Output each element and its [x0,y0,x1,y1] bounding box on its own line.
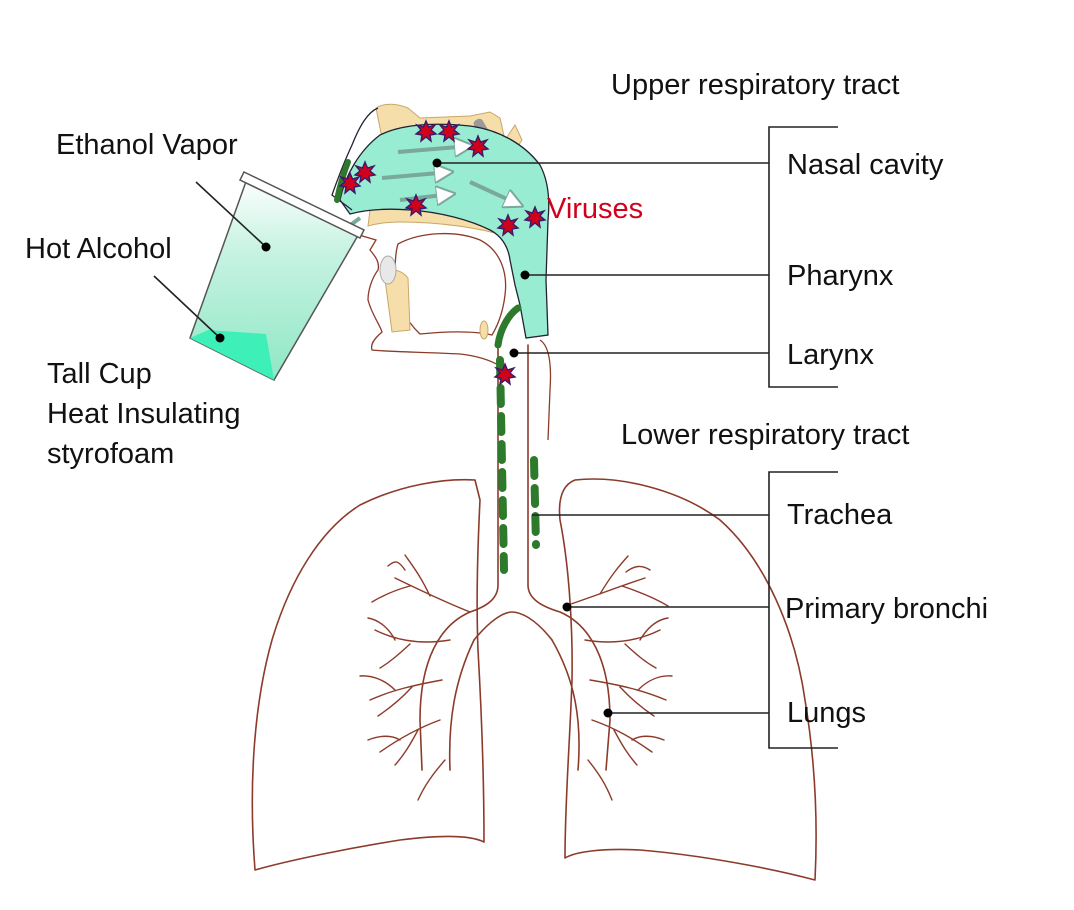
upper-tract-label: Upper respiratory tract [611,69,900,101]
trachea-left-wall [419,347,499,771]
left-bronchial-tree [359,554,471,801]
hot-alcohol-dot [215,333,225,343]
cup-label-line1: Tall Cup [47,358,152,390]
lungs-label: Lungs [787,697,866,729]
trachea-label: Trachea [787,499,893,531]
cup-label-line2: Heat Insulating [47,398,240,430]
ethanol-vapor-label: Ethanol Vapor [56,129,238,161]
cup-label-line3: styrofoam [47,438,174,470]
trachea-cilia-right [530,456,540,549]
left-bronchus-inner [448,639,475,771]
trachea-cilia-left [496,356,508,574]
hyoid [479,320,489,340]
pharynx-dot [520,270,530,280]
leader-lines [153,126,838,749]
larynx-dot [509,348,519,358]
ethanol-vapor-leader [195,181,267,248]
cup-liquid [190,330,274,380]
ethanol-vapor-dot [261,242,271,252]
tooth [379,255,397,285]
cup-rim [238,171,366,239]
left-lung-outline [251,478,485,871]
trachea-right-wall [527,344,611,771]
nasal-cavity-dot [432,158,442,168]
upper-tract-bracket [768,126,838,388]
esophagus-wall [539,339,552,441]
viruses-label: Viruses [547,193,643,225]
hot-alcohol-leader [153,275,221,339]
primary-bronchi-dot [562,602,572,612]
head-cross-section [330,103,552,441]
hot-alcohol-label: Hot Alcohol [25,233,172,265]
mouth-chin-profile [351,231,501,367]
right-lung-outline [558,478,817,881]
lower-tract-bracket [768,471,838,749]
lungs-dot [603,708,613,718]
styrofoam-cup [189,171,366,381]
pharynx-label: Pharynx [787,260,894,292]
larynx-label: Larynx [787,339,875,371]
epiglottis-cilia [494,304,522,349]
tongue [394,232,507,336]
vapor-flow-arrows [330,146,520,240]
right-bronchial-tree [564,555,673,801]
lower-tract-label: Lower respiratory tract [621,419,910,451]
carina [473,611,553,641]
primary-bronchi-label: Primary bronchi [785,593,988,625]
right-bronchus-inner [551,639,580,771]
nasal-cavity-label: Nasal cavity [787,149,944,181]
lungs-illustration [251,344,817,881]
nose-profile [331,107,379,211]
